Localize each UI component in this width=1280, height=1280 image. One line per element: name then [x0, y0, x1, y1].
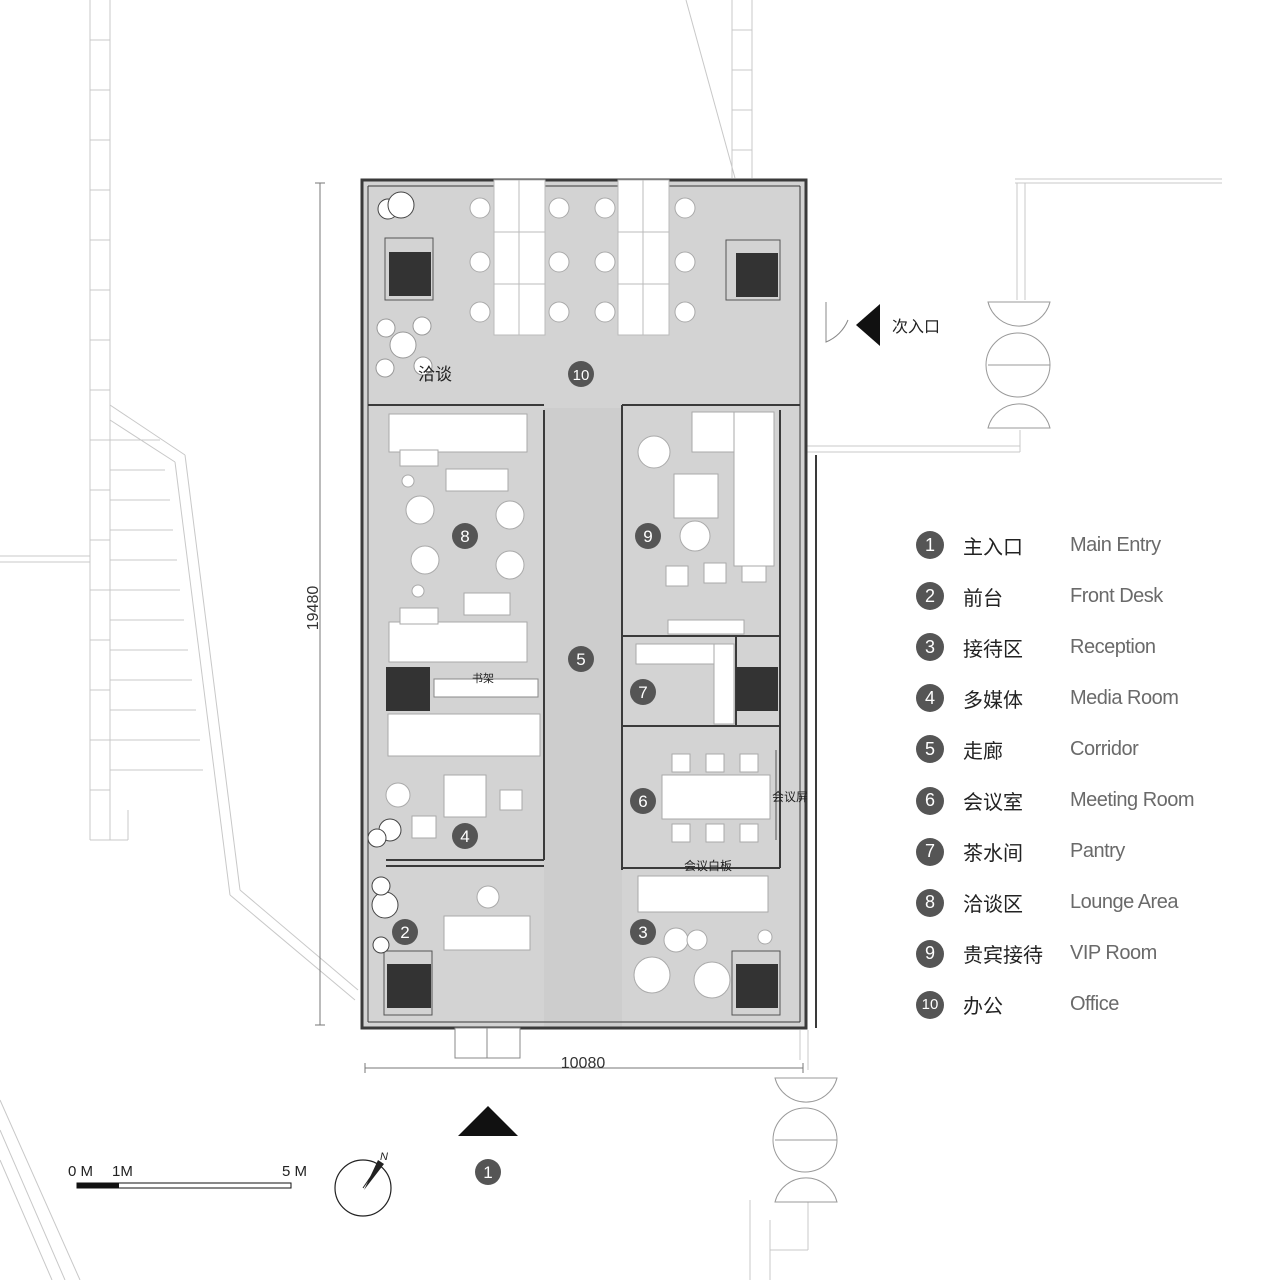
- vip-room-furniture: [637, 411, 775, 635]
- svg-text:6: 6: [638, 792, 647, 811]
- lounge-room-furniture: [388, 413, 528, 663]
- legend-chinese: 洽谈区: [963, 892, 1023, 917]
- legend-item-9: 9 贵宾接待 VIP Room: [916, 939, 1157, 969]
- legend-number: 8: [916, 888, 944, 917]
- legend-english: Meeting Room: [1070, 789, 1195, 811]
- legend-item-3: 3 接待区 Reception: [916, 632, 1156, 662]
- legend-chinese: 前台: [963, 585, 1003, 610]
- legend-english: Reception: [1070, 635, 1156, 658]
- legend-number: 4: [916, 684, 944, 713]
- dimension-width: 10080: [561, 1055, 606, 1072]
- room-marker-7: 7: [630, 679, 656, 705]
- room-marker-9: 9: [635, 523, 661, 549]
- svg-text:7: 7: [638, 683, 647, 702]
- legend-chinese: 接待区: [963, 636, 1023, 661]
- legend-item-5: 5 走廊 Corridor: [916, 734, 1139, 764]
- meeting-screen-label: 会议屏: [772, 790, 808, 804]
- legend-item-7: 7 茶水间 Pantry: [916, 837, 1125, 867]
- lounge-label: 洽谈: [418, 365, 452, 385]
- legend-item-2: 2 前台 Front Desk: [916, 581, 1163, 611]
- legend-number: 6: [916, 786, 944, 815]
- legend-english: Lounge Area: [1070, 891, 1178, 914]
- legend-english: Media Room: [1070, 686, 1179, 709]
- lounge-table-set: [375, 316, 433, 378]
- entry-doors: [454, 302, 849, 1059]
- room-marker-2: 2: [392, 919, 418, 945]
- room-marker-10: 10: [568, 361, 594, 387]
- bookshelf-label: 书架: [472, 672, 494, 685]
- legend-number: 10: [916, 990, 944, 1019]
- legend-chinese: 贵宾接待: [963, 943, 1043, 968]
- svg-text:1: 1: [483, 1163, 492, 1182]
- legend-number: 3: [916, 633, 944, 662]
- secondary-entry-label: 次入口: [892, 317, 940, 336]
- svg-text:N: N: [380, 1151, 388, 1163]
- legend-item-1: 1 主入口 Main Entry: [916, 530, 1161, 560]
- svg-text:5 M: 5 M: [282, 1163, 307, 1180]
- legend-chinese: 走廊: [963, 738, 1003, 763]
- legend-chinese: 主入口: [963, 534, 1023, 559]
- corridor-floor: [544, 408, 622, 1028]
- svg-text:0 M: 0 M: [68, 1163, 93, 1180]
- legend-number: 2: [916, 582, 944, 611]
- legend-number: 1: [916, 531, 944, 559]
- whiteboard-label: 会议白板: [684, 858, 732, 873]
- legend-chinese: 茶水间: [963, 841, 1023, 866]
- column-outlines: [383, 237, 781, 1016]
- structural-columns: [386, 252, 778, 1008]
- office-chairs: [469, 197, 696, 323]
- room-marker-3: 3: [630, 919, 656, 945]
- room-marker-5: 5: [568, 646, 594, 672]
- room-marker-4: 4: [452, 823, 478, 849]
- front-desk-furniture: [443, 885, 531, 951]
- legend-english: VIP Room: [1070, 942, 1157, 965]
- legend-english: Corridor: [1070, 737, 1139, 760]
- secondary-entry-arrow: [856, 304, 880, 346]
- legend-item-6: 6 会议室 Meeting Room: [916, 786, 1195, 816]
- room-marker-6: 6: [630, 788, 656, 814]
- legend-item-4: 4 多媒体 Media Room: [916, 683, 1179, 713]
- bookshelf: [433, 678, 539, 698]
- svg-text:1M: 1M: [112, 1163, 133, 1180]
- legend-item-10: 10 办公 Office: [916, 990, 1119, 1020]
- scale-bar: 0 M 1M 5 M: [68, 1163, 307, 1189]
- north-arrow-icon: N: [334, 1151, 392, 1217]
- svg-text:4: 4: [460, 827, 469, 846]
- legend-english: Pantry: [1070, 840, 1125, 863]
- site-context-lines: [0, 0, 1222, 1280]
- reception-furniture: [633, 875, 773, 999]
- main-entry-arrow: [458, 1106, 518, 1136]
- legend-item-8: 8 洽谈区 Lounge Area: [916, 888, 1178, 918]
- legend-english: Main Entry: [1070, 533, 1161, 556]
- office-desks: [493, 179, 670, 336]
- room-marker-8: 8: [452, 523, 478, 549]
- interior-walls: [368, 404, 800, 870]
- legend-chinese: 多媒体: [963, 687, 1023, 712]
- meeting-room-furniture: [661, 750, 777, 843]
- media-room-furniture: [385, 713, 541, 839]
- svg-text:3: 3: [638, 923, 647, 942]
- room-marker-1: 1: [475, 1159, 501, 1185]
- svg-text:10: 10: [573, 367, 590, 384]
- exterior-walls: [360, 178, 817, 1030]
- legend-english: Office: [1070, 993, 1119, 1016]
- dimension-lines: [315, 182, 804, 1073]
- legend-chinese: 会议室: [963, 790, 1023, 814]
- svg-text:5: 5: [576, 650, 585, 669]
- legend-number: 9: [916, 939, 944, 968]
- plants: [367, 191, 415, 954]
- legend-number: 5: [916, 735, 944, 764]
- svg-text:8: 8: [460, 527, 469, 546]
- svg-text:9: 9: [643, 527, 652, 546]
- legend-english: Front Desk: [1070, 584, 1163, 607]
- dimension-height: 19480: [305, 586, 322, 631]
- legend-number: 7: [916, 837, 944, 866]
- svg-text:2: 2: [400, 923, 409, 942]
- room-markers: 1 2 3 4 5 6 7 8 9 10: [392, 361, 661, 1185]
- legend-chinese: 办公: [963, 994, 1003, 1019]
- pantry-furniture: [635, 643, 735, 725]
- exterior-doors-right: [772, 301, 1051, 1203]
